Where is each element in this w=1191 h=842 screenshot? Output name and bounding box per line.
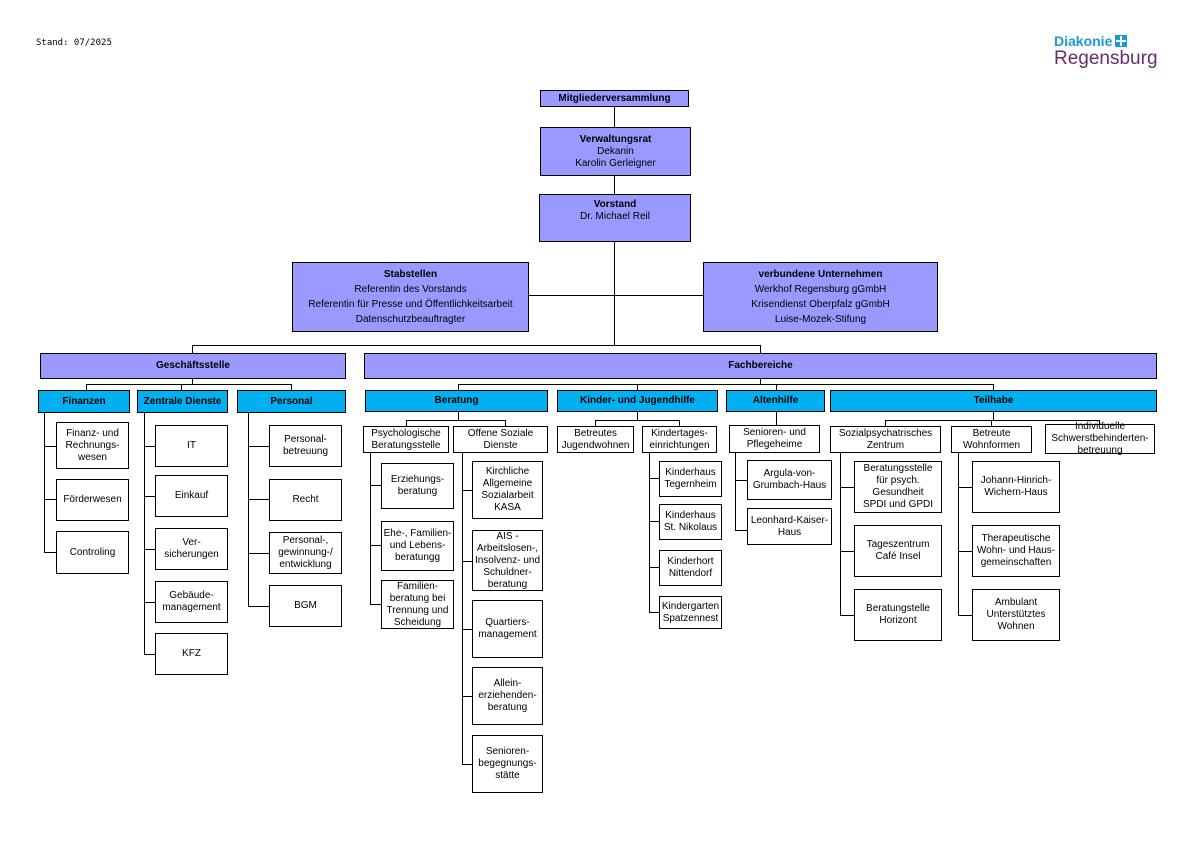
finanz-rechnungswesen-box: Finanz- und Rechnungs- wesen [56, 422, 129, 469]
foerderwesen-box: Förderwesen [56, 479, 129, 521]
beratungstelle-horizont-box: Beratungstelle Horizont [854, 589, 942, 641]
verwaltungsrat-line2: Karolin Gerleigner [575, 157, 656, 169]
verbundene-line: Krisendienst Oberpfalz gGmbH [751, 299, 890, 310]
controling-box: Controling [56, 531, 129, 574]
stabstellen-line: Referentin für Presse und Öffentlichkeit… [308, 299, 513, 310]
vorstand-box: Vorstand Dr. Michael Reil [539, 194, 691, 242]
seniorenbegegnungsstaette-box: Senioren- begegnungs- stätte [472, 735, 543, 793]
kindertageseinrichtungen-box: Kindertages- einrichtungen [642, 426, 717, 453]
quartiersmanagement-box: Quartiers- management [472, 600, 543, 658]
kinderhort-nittendorf-box: Kinderhort Nittendorf [659, 550, 722, 586]
ais-box: AIS - Arbeitslosen-, Insolvenz- und Schu… [472, 530, 543, 591]
therapeutische-wohngemeinschaften-box: Therapeutische Wohn- und Haus- gemeinsch… [972, 525, 1060, 577]
verbundene-unternehmen-box: verbundene Unternehmen Werkhof Regensbur… [703, 262, 938, 332]
personalbetreuung-box: Personal- betreuung [269, 425, 342, 467]
ehe-familien-lebensberatung-box: Ehe-, Familien- und Lebens- beratungg [381, 521, 454, 571]
verwaltungsrat-box: Verwaltungsrat Dekanin Karolin Gerleigne… [540, 127, 691, 176]
kinder-jugendhilfe-box: Kinder- und Jugendhilfe [557, 390, 718, 412]
ambulant-unterstuetztes-wohnen-box: Ambulant Unterstütztes Wohnen [972, 589, 1060, 641]
fachbereiche-box: Fachbereiche [364, 353, 1157, 379]
kinderhaus-tegernheim-box: Kinderhaus Tegernheim [659, 461, 722, 497]
versicherungen-box: Ver- sicherungen [155, 528, 228, 570]
recht-box: Recht [269, 479, 342, 521]
personalgewinnung-box: Personal-, gewinnung-/ entwicklung [269, 532, 342, 574]
gebaeudemanagement-box: Gebäude- management [155, 581, 228, 623]
tageszentrum-cafe-insel-box: Tageszentrum Café Insel [854, 525, 942, 577]
sozialpsychiatrisches-zentrum-box: Sozialpsychatrisches Zentrum [830, 426, 941, 453]
verwaltungsrat-title: Verwaltungsrat [579, 133, 652, 145]
erziehungsberatung-box: Erziehungs- beratung [381, 463, 454, 509]
logo-bottom-text: Regensburg [1054, 48, 1158, 69]
diakonie-logo: Diakonie Regensburg [1054, 33, 1164, 70]
cross-icon [1115, 35, 1128, 47]
vorstand-line1: Dr. Michael Reil [579, 211, 651, 222]
geschaeftsstelle-box: Geschäftsstelle [40, 353, 346, 379]
einkauf-box: Einkauf [155, 475, 228, 517]
verbundene-title: verbundene Unternehmen [758, 269, 883, 280]
finanzen-box: Finanzen [38, 390, 130, 413]
kasa-box: Kirchliche Allgemeine Sozialarbeit KASA [472, 461, 543, 519]
teilhabe-box: Teilhabe [830, 390, 1157, 412]
stabstellen-box: Stabstellen Referentin des Vorstands Ref… [292, 262, 529, 332]
bgm-box: BGM [269, 585, 342, 627]
stabstellen-line: Referentin des Vorstands [354, 284, 467, 295]
psychologische-beratungsstelle-box: Psychologische Beratungsstelle [363, 426, 449, 453]
stabstellen-title: Stabstellen [383, 269, 438, 280]
beratungsstelle-psych-gesundheit-box: Beratungsstelle für psych. Gesundheit SP… [854, 461, 942, 513]
kinderhaus-st-nikolaus-box: Kinderhaus St. Nikolaus [659, 504, 722, 540]
personal-box: Personal [237, 390, 346, 413]
betreutes-jugendwohnen-box: Betreutes Jugendwohnen [557, 426, 634, 453]
individuelle-schwerstbehindertenbetreuung-box: Individuelle Schwerstbehinderten- betreu… [1045, 421, 1155, 456]
stabstellen-line: Datenschutzbeauftragter [355, 314, 466, 325]
senioren-pflegeheime-box: Senioren- und Pflegeheime [729, 425, 820, 453]
verbundene-line: Luise-Mozek-Stifung [774, 314, 867, 325]
familienberatung-trennung-box: Familien- beratung bei Trennung und Sche… [381, 580, 454, 629]
altenhilfe-box: Altenhilfe [726, 390, 825, 412]
verbundene-line: Werkhof Regensburg gGmbH [754, 284, 887, 295]
mitgliederversammlung-box: Mitgliederversammlung [540, 90, 689, 107]
leonhard-kaiser-haus-box: Leonhard-Kaiser- Haus [747, 508, 832, 545]
offene-soziale-dienste-box: Offene Soziale Dienste [453, 426, 548, 453]
kindergarten-spatzennest-box: Kindergarten Spatzennest [659, 596, 722, 629]
logo-top-text: Diakonie [1054, 33, 1113, 49]
kfz-box: KFZ [155, 633, 228, 675]
vorstand-title: Vorstand [593, 199, 637, 210]
verwaltungsrat-line1: Dekanin [597, 145, 634, 157]
johann-hinrich-wichern-haus-box: Johann-Hinrich- Wichern-Haus [972, 461, 1060, 513]
beratung-box: Beratung [365, 390, 548, 412]
betreute-wohnformen-box: Betreute Wohnformen [951, 426, 1032, 453]
zentrale-dienste-box: Zentrale Dienste [137, 390, 228, 413]
it-box: IT [155, 425, 228, 467]
argula-von-grumbach-haus-box: Argula-von- Grumbach-Haus [747, 460, 832, 500]
stand-date: Stand: 07/2025 [36, 38, 112, 48]
alleinerziehendenberatung-box: Allein- erziehenden- beratung [472, 667, 543, 725]
